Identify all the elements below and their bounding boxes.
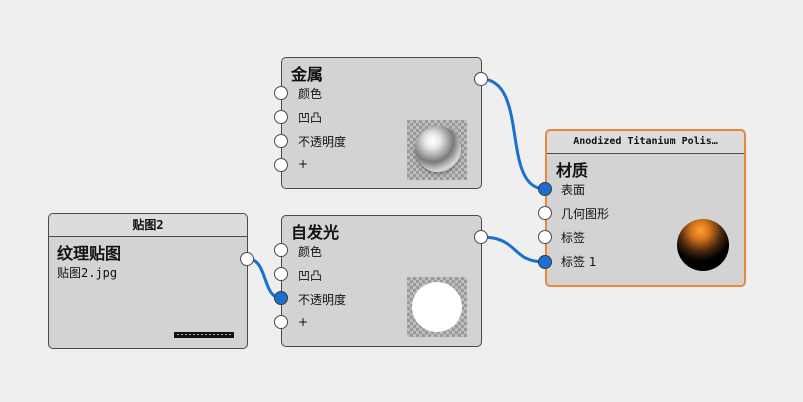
metal-port-label-add: + xyxy=(298,157,309,171)
emission-port-label-opacity: 不透明度 xyxy=(298,293,347,307)
emission-input-add-port[interactable] xyxy=(274,315,288,329)
metal-node[interactable]: 金属 颜色 凹凸 不透明度 + xyxy=(281,57,482,189)
texture-node-title: 纹理贴图 xyxy=(57,244,122,263)
material-input-tag1-port[interactable] xyxy=(538,255,552,269)
emission-sphere-preview xyxy=(412,282,462,332)
metal-input-opacity-port[interactable] xyxy=(274,134,288,148)
material-port-label-tag: 标签 xyxy=(561,231,586,245)
metal-preview-thumbnail xyxy=(407,120,467,180)
emission-output-port[interactable] xyxy=(474,230,488,244)
material-input-tag-port[interactable] xyxy=(538,230,552,244)
emission-input-bump-port[interactable] xyxy=(274,267,288,281)
wire-metal-to-surface[interactable] xyxy=(480,77,546,191)
metal-port-label-color: 颜色 xyxy=(298,87,323,101)
metal-input-add-port[interactable] xyxy=(274,158,288,172)
material-preview-thumbnail xyxy=(675,217,735,277)
wire-emission-to-label1[interactable] xyxy=(480,235,546,264)
emission-input-opacity-port[interactable] xyxy=(274,291,288,305)
metal-node-title: 金属 xyxy=(291,65,324,84)
emission-node-title: 自发光 xyxy=(291,223,340,242)
metal-sphere-preview xyxy=(415,126,461,172)
texture-node-header: 贴图2 xyxy=(49,214,247,237)
texture-output-port[interactable] xyxy=(240,252,254,266)
emission-preview-thumbnail xyxy=(407,277,467,337)
material-port-label-tag1: 标签 1 xyxy=(561,255,597,269)
emission-node[interactable]: 自发光 颜色 凹凸 不透明度 + xyxy=(281,215,482,347)
material-port-label-geometry: 几何图形 xyxy=(561,207,610,221)
material-sphere-preview xyxy=(677,219,729,271)
metal-input-color-port[interactable] xyxy=(274,86,288,100)
material-input-geometry-port[interactable] xyxy=(538,206,552,220)
texture-thumbnail xyxy=(174,332,234,338)
texture-filename: 贴图2.jpg xyxy=(57,266,118,280)
material-node-title: 材质 xyxy=(556,161,589,180)
material-input-surface-port[interactable] xyxy=(538,182,552,196)
emission-port-label-color: 颜色 xyxy=(298,245,323,259)
metal-port-label-opacity: 不透明度 xyxy=(298,135,347,149)
emission-port-label-bump: 凹凸 xyxy=(298,269,323,283)
material-node[interactable]: Anodized Titanium Polis… 材质 表面 几何图形 标签 标… xyxy=(545,129,746,287)
material-node-header: Anodized Titanium Polis… xyxy=(547,131,744,154)
emission-port-label-add: + xyxy=(298,315,309,329)
metal-output-port[interactable] xyxy=(474,72,488,86)
metal-port-label-bump: 凹凸 xyxy=(298,111,323,125)
emission-input-color-port[interactable] xyxy=(274,243,288,257)
texture-node[interactable]: 贴图2 纹理贴图 贴图2.jpg xyxy=(48,213,248,349)
material-port-label-surface: 表面 xyxy=(561,183,586,197)
metal-input-bump-port[interactable] xyxy=(274,110,288,124)
